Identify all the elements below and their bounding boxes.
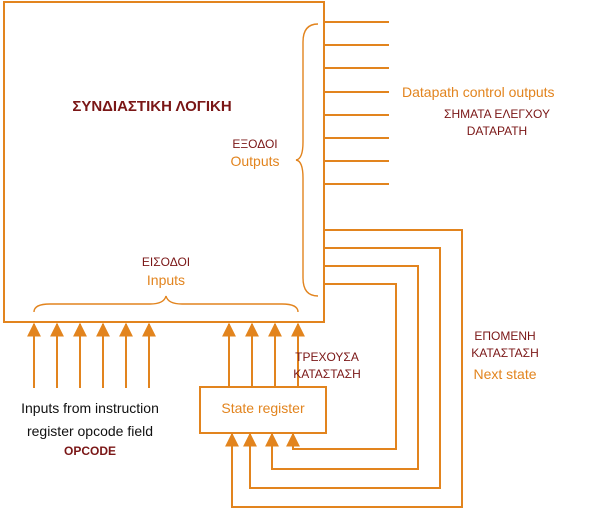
current-state-lines bbox=[222, 322, 305, 387]
state-register-box bbox=[199, 386, 327, 434]
outputs-english-label: Outputs bbox=[230, 153, 279, 169]
current-state-greek-1: ΤΡΕΧΟΥΣΑ bbox=[295, 350, 359, 364]
inputs-greek-label: ΕΙΣΟΔΟΙ bbox=[142, 255, 190, 269]
control-outputs-greek-2: DATAPATH bbox=[467, 124, 527, 138]
inputs-english-label: Inputs bbox=[147, 272, 185, 288]
next-state-feedback-lines bbox=[225, 229, 463, 508]
current-state-greek-2: ΚΑΤΑΣΤΑΣΗ bbox=[293, 367, 361, 381]
next-state-greek-1: ΕΠΟΜΕΝΗ bbox=[474, 329, 535, 343]
logic-block-title: ΣΥΝΔΙΑΣΤΙΚΗ ΛΟΓΙΚΗ bbox=[72, 98, 231, 115]
opcode-inputs-line1: Inputs from instruction bbox=[21, 400, 159, 416]
next-state-line bbox=[286, 283, 397, 450]
inputs-brace bbox=[33, 295, 299, 313]
next-state-line bbox=[225, 229, 463, 508]
state-register-label: State register bbox=[221, 400, 305, 416]
outputs-brace bbox=[295, 23, 319, 297]
next-state-line bbox=[265, 265, 419, 470]
opcode-input-lines bbox=[27, 322, 156, 388]
outputs-greek-label: ΕΞΟΔΟΙ bbox=[232, 137, 277, 151]
next-state-line bbox=[243, 247, 441, 489]
control-output-lines bbox=[324, 21, 389, 185]
next-state-english: Next state bbox=[473, 366, 536, 382]
opcode-inputs-line2: register opcode field bbox=[27, 423, 153, 439]
control-outputs-english: Datapath control outputs bbox=[402, 84, 555, 100]
control-outputs-greek-1: ΣΗΜΑΤΑ ΕΛΕΓΧΟΥ bbox=[444, 107, 550, 121]
opcode-inputs-line3: OPCODE bbox=[64, 444, 116, 458]
next-state-greek-2: ΚΑΤΑΣΤΑΣΗ bbox=[471, 346, 539, 360]
